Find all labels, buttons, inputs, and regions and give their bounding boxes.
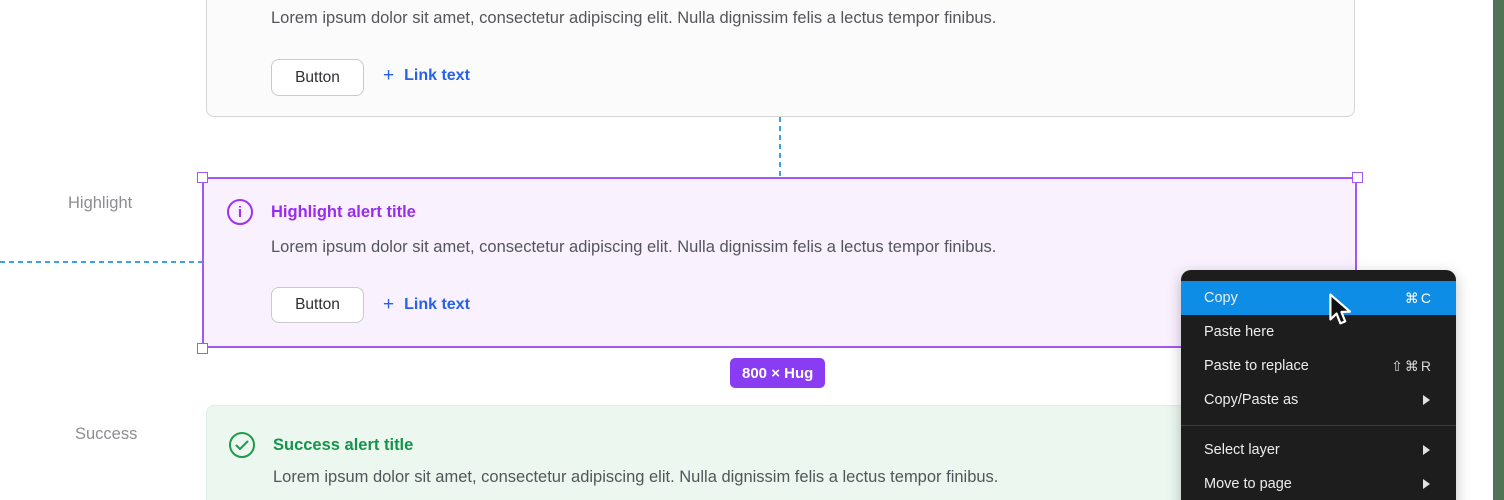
highlight-alert-link[interactable]: + Link text xyxy=(383,295,470,314)
highlight-alert-button[interactable]: Button xyxy=(271,287,364,323)
chevron-right-icon xyxy=(1423,479,1430,489)
menu-item-shortcut: ⌘C xyxy=(1404,289,1433,306)
highlight-alert-title: Highlight alert title xyxy=(271,203,416,221)
menu-item-copy-paste-as[interactable]: Copy/Paste as xyxy=(1181,383,1456,417)
menu-item-move-to-page[interactable]: Move to page xyxy=(1181,467,1456,500)
menu-item-label: Copy xyxy=(1204,290,1238,306)
info-icon: i xyxy=(227,199,253,225)
horizontal-guide-line xyxy=(0,261,202,263)
mouse-cursor-icon xyxy=(1328,293,1354,332)
menu-item-label: Copy/Paste as xyxy=(1204,392,1299,408)
top-alert-button[interactable]: Button xyxy=(271,59,364,96)
menu-item-paste-to-replace[interactable]: Paste to replace ⇧⌘R xyxy=(1181,349,1456,383)
chevron-right-icon xyxy=(1423,445,1430,455)
success-alert-body-text: Lorem ipsum dolor sit amet, consectetur … xyxy=(273,468,999,486)
alert-card-top-partial[interactable] xyxy=(206,0,1355,117)
top-alert-button-label: Button xyxy=(295,68,340,86)
right-edge-green-bar xyxy=(1493,0,1504,500)
top-alert-link[interactable]: + Link text xyxy=(383,66,470,85)
plus-icon: + xyxy=(383,294,395,315)
top-alert-link-label: Link text xyxy=(404,66,470,84)
highlight-alert-body-text: Lorem ipsum dolor sit amet, consectetur … xyxy=(271,238,997,256)
menu-item-paste-here[interactable]: Paste here xyxy=(1181,315,1456,349)
highlight-alert-button-label: Button xyxy=(295,296,340,313)
section-label-success[interactable]: Success xyxy=(75,425,138,443)
menu-item-shortcut: ⇧⌘R xyxy=(1391,357,1433,374)
chevron-right-icon xyxy=(1423,395,1430,405)
menu-item-label: Paste to replace xyxy=(1204,358,1309,374)
menu-item-label: Move to page xyxy=(1204,476,1292,492)
plus-icon: + xyxy=(383,65,395,86)
menu-item-copy[interactable]: Copy ⌘C xyxy=(1181,281,1456,315)
check-circle-icon xyxy=(229,432,255,458)
context-menu: Copy ⌘C Paste here Paste to replace ⇧⌘R … xyxy=(1181,270,1456,500)
highlight-alert-link-label: Link text xyxy=(404,295,470,313)
menu-item-select-layer[interactable]: Select layer xyxy=(1181,433,1456,467)
menu-item-label: Select layer xyxy=(1204,442,1280,458)
selection-handle-top-left[interactable] xyxy=(197,172,208,183)
selection-size-badge: 800 × Hug xyxy=(730,358,826,388)
selection-handle-top-right[interactable] xyxy=(1352,172,1363,183)
selection-handle-bottom-left[interactable] xyxy=(197,343,208,354)
success-alert-title: Success alert title xyxy=(273,436,414,454)
menu-separator xyxy=(1181,417,1456,433)
info-icon-glyph: i xyxy=(237,203,243,221)
menu-item-label: Paste here xyxy=(1204,324,1275,340)
section-label-highlight[interactable]: Highlight xyxy=(68,194,133,212)
alert-card-success[interactable] xyxy=(206,405,1357,500)
alert-card-highlight[interactable] xyxy=(202,177,1357,348)
top-alert-body-text: Lorem ipsum dolor sit amet, consectetur … xyxy=(271,9,997,27)
